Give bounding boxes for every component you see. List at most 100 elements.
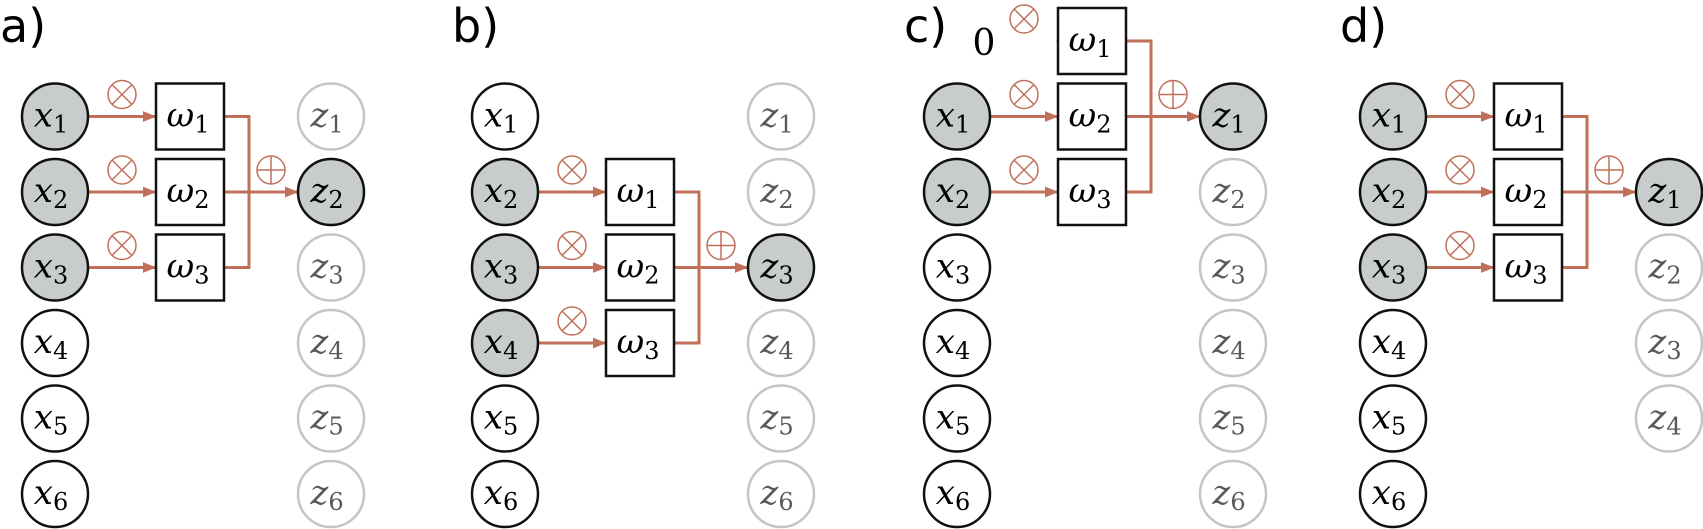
input-label-subscript: 5 bbox=[1391, 413, 1406, 441]
weight-label-subscript: 3 bbox=[194, 262, 209, 290]
input-node-circle bbox=[922, 82, 992, 151]
input-node-circle bbox=[470, 82, 540, 151]
input-node: x5 bbox=[470, 384, 540, 453]
input-label-symbol: x bbox=[484, 96, 503, 136]
input-node: x1 bbox=[470, 82, 540, 151]
output-node-circle bbox=[746, 233, 816, 302]
output-label-symbol: z bbox=[1647, 398, 1667, 438]
output-label: z4 bbox=[1647, 398, 1681, 441]
output-label: z5 bbox=[1211, 398, 1245, 441]
input-label: x2 bbox=[34, 171, 68, 214]
weight-box: ω1 bbox=[604, 157, 676, 227]
output-node: z1 bbox=[1634, 157, 1703, 227]
output-node: z2 bbox=[746, 157, 816, 227]
input-label: x5 bbox=[484, 398, 518, 441]
input-label-subscript: 4 bbox=[1391, 337, 1406, 365]
input-node-circle bbox=[470, 308, 540, 378]
operator-stroke bbox=[1013, 159, 1035, 181]
weight-label-subscript: 2 bbox=[644, 262, 659, 290]
zero-input: 0 bbox=[973, 23, 996, 64]
input-label: x1 bbox=[936, 96, 970, 139]
input-label-subscript: 3 bbox=[503, 262, 518, 290]
operator-circle bbox=[1009, 79, 1039, 110]
output-label-symbol: z bbox=[759, 473, 779, 513]
weight-box: ω2 bbox=[154, 157, 226, 227]
output-label: z6 bbox=[759, 473, 793, 516]
weight-label-symbol: ω bbox=[1068, 96, 1096, 136]
input-node-circle bbox=[922, 157, 992, 227]
input-node-circle bbox=[20, 459, 90, 529]
output-label-subscript: 4 bbox=[1230, 337, 1245, 365]
input-node-circle bbox=[470, 233, 540, 302]
input-node-circle bbox=[20, 157, 90, 227]
input-node-circle bbox=[922, 233, 992, 302]
input-node-circle bbox=[922, 459, 992, 529]
output-node-circle bbox=[296, 233, 366, 302]
weight-box: ω3 bbox=[1492, 233, 1564, 302]
output-node-circle bbox=[1198, 384, 1268, 453]
output-label: z3 bbox=[759, 247, 793, 290]
output-node-circle bbox=[746, 308, 816, 378]
operator-stroke bbox=[1449, 84, 1471, 105]
input-node: x4 bbox=[922, 308, 992, 378]
input-label: x6 bbox=[1372, 473, 1406, 516]
output-node: z2 bbox=[1198, 157, 1268, 227]
weight-box: ω2 bbox=[1492, 157, 1564, 227]
multiply-icon bbox=[1445, 230, 1475, 261]
weight-box-frame bbox=[154, 82, 226, 151]
input-node-circle bbox=[1358, 157, 1428, 227]
input-label-symbol: x bbox=[936, 171, 955, 211]
output-label-subscript: 5 bbox=[328, 413, 343, 441]
input-label-subscript: 6 bbox=[53, 488, 68, 516]
input-label-subscript: 3 bbox=[955, 262, 970, 290]
add-icon bbox=[256, 155, 286, 185]
weight-label-symbol: ω bbox=[1504, 171, 1532, 211]
weight-box-frame bbox=[1056, 6, 1128, 76]
input-node: x4 bbox=[1358, 308, 1428, 378]
output-label-symbol: z bbox=[759, 96, 779, 136]
input-label: x4 bbox=[1372, 322, 1406, 365]
operator-circle bbox=[107, 79, 137, 110]
operator-circle bbox=[557, 306, 587, 336]
multiply-icon bbox=[107, 155, 137, 185]
input-label-symbol: x bbox=[34, 473, 53, 513]
operator-circle bbox=[107, 230, 137, 261]
input-node: x4 bbox=[470, 308, 540, 378]
weight-label-symbol: ω bbox=[166, 247, 194, 287]
input-label-subscript: 3 bbox=[53, 262, 68, 290]
input-node: x5 bbox=[922, 384, 992, 453]
output-node: z2 bbox=[1634, 233, 1703, 302]
output-node: z5 bbox=[296, 384, 366, 453]
input-label: x6 bbox=[936, 473, 970, 516]
output-node: z6 bbox=[296, 459, 366, 529]
weight-label-subscript: 2 bbox=[1096, 111, 1111, 139]
output-label-symbol: z bbox=[309, 96, 329, 136]
weight-label: ω1 bbox=[1068, 20, 1111, 63]
input-label-subscript: 4 bbox=[503, 337, 518, 365]
input-label-symbol: x bbox=[484, 322, 503, 362]
input-label: x3 bbox=[1372, 247, 1406, 290]
output-node-circle bbox=[746, 384, 816, 453]
weight-label-symbol: ω bbox=[616, 322, 644, 362]
weight-label-subscript: 1 bbox=[644, 186, 659, 214]
operator-stroke bbox=[1449, 159, 1471, 181]
input-node-circle bbox=[922, 308, 992, 378]
input-label: x2 bbox=[484, 171, 518, 214]
output-label-subscript: 4 bbox=[1666, 413, 1681, 441]
weight-label-subscript: 3 bbox=[1096, 186, 1111, 214]
output-label: z4 bbox=[759, 322, 793, 365]
input-label-symbol: x bbox=[34, 322, 53, 362]
output-label-subscript: 1 bbox=[778, 111, 793, 139]
input-node-circle bbox=[1358, 459, 1428, 529]
output-node: z3 bbox=[1634, 308, 1703, 378]
output-label-subscript: 2 bbox=[778, 186, 793, 214]
input-label-subscript: 3 bbox=[1391, 262, 1406, 290]
weight-label: ω2 bbox=[616, 247, 659, 290]
output-label-symbol: z bbox=[1211, 473, 1231, 513]
input-label-symbol: x bbox=[1372, 171, 1391, 211]
weight-box-frame bbox=[1056, 82, 1128, 151]
weight-box: ω3 bbox=[604, 308, 676, 378]
weight-box-frame bbox=[604, 233, 676, 302]
